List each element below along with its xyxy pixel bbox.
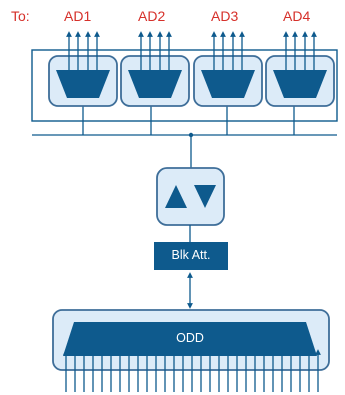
triangle-up-icon xyxy=(165,185,187,208)
bus-junction-dot xyxy=(188,132,194,138)
block-attenuator-label: Blk Att. xyxy=(171,248,211,262)
output-label-ad1: AD1 xyxy=(64,8,92,24)
ad-mux-shape-2 xyxy=(128,70,182,98)
top-output-arrows xyxy=(66,31,317,72)
output-label-ad4: AD4 xyxy=(283,8,311,24)
switch-module xyxy=(156,167,225,226)
to-label: To: xyxy=(11,8,30,24)
ad-mux-shape-3 xyxy=(201,70,255,98)
odd-demux-shape xyxy=(63,322,317,356)
bottom-input-arrows xyxy=(63,349,321,392)
odd-label: ODD xyxy=(176,331,204,345)
block-attenuator-box xyxy=(154,242,228,270)
bus-lines xyxy=(32,105,337,168)
ad-mux-shape-4 xyxy=(273,70,327,98)
ad-mux-shape-1 xyxy=(56,70,110,98)
output-label-ad2: AD2 xyxy=(138,8,166,24)
output-label-ad3: AD3 xyxy=(211,8,239,24)
ad-modules xyxy=(48,55,335,107)
ad-modules-frame xyxy=(31,49,338,122)
triangle-down-icon xyxy=(194,185,216,208)
